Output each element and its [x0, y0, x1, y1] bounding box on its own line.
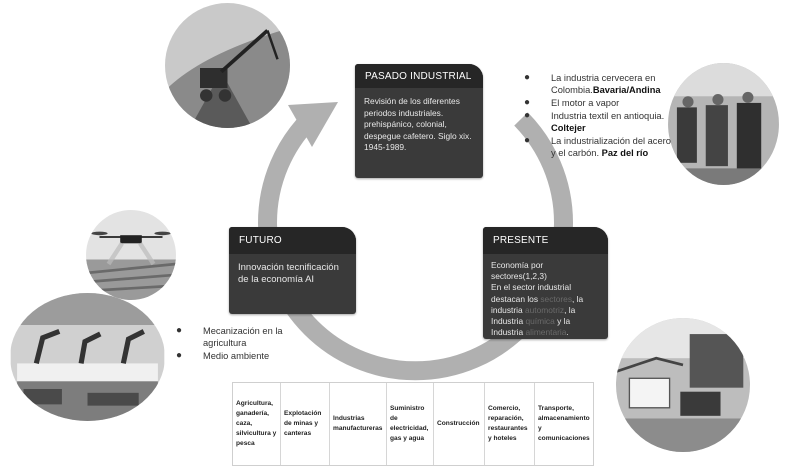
stage-card-futuro: FUTURO Innovación tecnificación de la ec…: [229, 227, 356, 314]
list-item: ●La industria cervecera en Colombia.Bava…: [524, 72, 661, 95]
stage-body-presente: Economía por sectores(1,2,3) En el secto…: [483, 254, 608, 344]
photo-modern-factory: [616, 318, 750, 452]
list-item: ●La industrialización del acero y el car…: [524, 135, 671, 158]
presente-line: destacan los sectores, la: [491, 293, 584, 304]
stage-body-pasado: Revisión de los diferentes periodos indu…: [364, 96, 472, 152]
list-item: ●Industria textil en antioquia. Coltejer: [524, 110, 665, 133]
photo-drone: [86, 210, 176, 300]
sector-cell: Suministro de electricidad, gas y agua: [387, 383, 434, 465]
photo-textile-factory: [668, 63, 779, 185]
presente-line: Industria alimentaria.: [491, 327, 569, 338]
photo-robot-lab: [10, 293, 165, 421]
cycle-arrowhead: [288, 102, 338, 147]
presente-line: industria automotriz, la: [491, 304, 576, 315]
list-item: ●Medio ambiente: [176, 350, 270, 361]
stage-title-futuro: FUTURO: [229, 227, 356, 254]
sector-cell: Industrias manufactureras: [330, 383, 387, 465]
future-bullet-list: ●Mecanización en la agricultura ●Medio a…: [173, 325, 303, 363]
photo-excavator: [165, 3, 290, 128]
stage-title-presente: PRESENTE: [483, 227, 608, 254]
sector-cell: Construcción: [434, 383, 485, 465]
presente-line: En el sector industrial: [491, 282, 572, 293]
stage-card-pasado: PASADO INDUSTRIAL Revisión de los difere…: [355, 64, 483, 178]
stage-body-futuro: Innovación tecnificación de la economía …: [238, 262, 339, 285]
cycle-ring-path: [258, 112, 573, 381]
sector-cell: Agricultura, ganadería, caza, silvicultu…: [233, 383, 281, 465]
sector-cell: Explotación de minas y canteras: [281, 383, 330, 465]
stage-card-presente: PRESENTE Economía por sectores(1,2,3) En…: [483, 227, 608, 339]
presente-line: Economía por sectores(1,2,3): [491, 260, 547, 282]
stage-title-pasado: PASADO INDUSTRIAL: [355, 64, 483, 88]
presente-line: Industria química y la: [491, 316, 571, 327]
sector-table: Agricultura, ganadería, caza, silvicultu…: [232, 382, 594, 466]
past-bullet-list: ●La industria cervecera en Colombia.Bava…: [521, 72, 671, 160]
sector-cell: Comercio, reparación, restaurantes y hot…: [485, 383, 535, 465]
list-item: ●Mecanización en la agricultura: [176, 325, 283, 348]
list-item: ●El motor a vapor: [524, 97, 620, 108]
sector-cell: Transporte, almacenamiento y comunicacio…: [538, 405, 590, 442]
